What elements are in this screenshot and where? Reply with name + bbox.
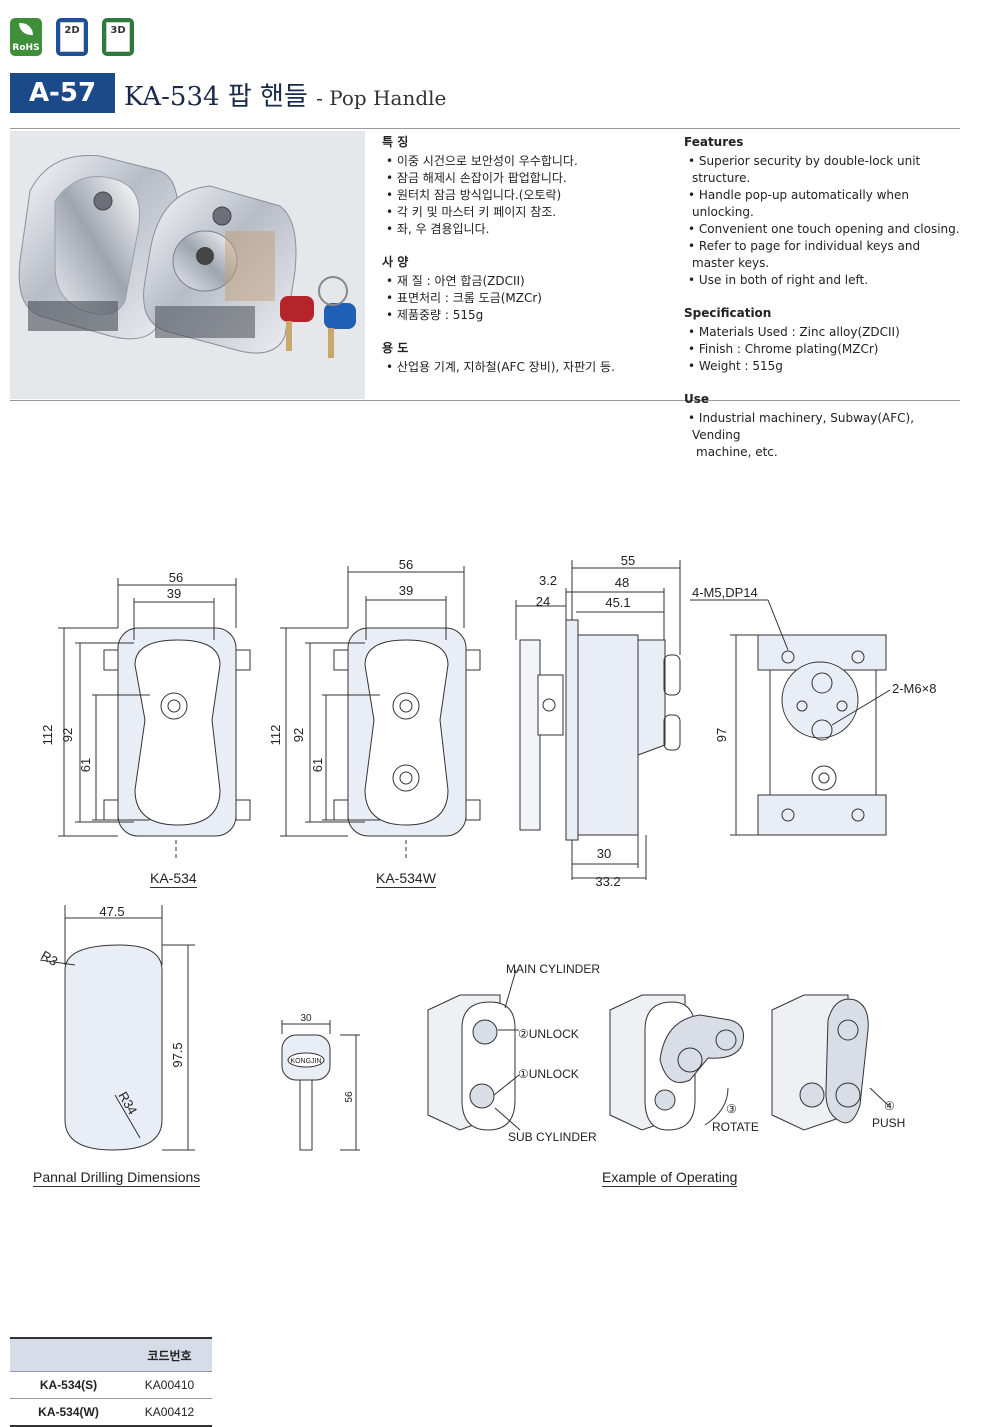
caption-operating: Example of Operating — [602, 1169, 738, 1187]
back-view — [690, 599, 891, 836]
dim-112-a: 112 — [40, 725, 55, 746]
dim-97-5: 97.5 — [170, 1042, 185, 1067]
leaf-icon — [19, 23, 33, 35]
key-dim-56: 56 — [344, 1091, 355, 1103]
ko-section: 특 징 이중 시건으로 보안성이 우수합니다. 잠금 해제시 손잡이가 팝업합니… — [382, 134, 672, 376]
2d-badge: 2D — [56, 18, 88, 56]
caption-ka534w: KA-534W — [376, 870, 436, 888]
dim-24: 24 — [536, 594, 550, 609]
dim-112-b: 112 — [268, 725, 283, 746]
panel-drilling-view — [39, 905, 195, 1151]
table-row-code: KA00412 — [127, 1398, 212, 1427]
code-table-header: 코드번호 — [127, 1337, 212, 1372]
technical-drawings: 56 39 112 92 61 56 39 112 92 61 55 3.2 4… — [39, 553, 936, 1151]
handle-body-left — [18, 154, 179, 340]
handle-body-right — [143, 185, 297, 354]
table-row-model: KA-534(S) — [10, 1371, 127, 1399]
key-brand: KONGJIN — [290, 1058, 321, 1065]
ka534w-front-view — [280, 566, 481, 860]
dim-56-b: 56 — [399, 557, 413, 572]
label-main-cylinder: MAIN CYLINDER — [506, 962, 600, 976]
dim-30: 30 — [597, 846, 611, 861]
dim-48: 48 — [615, 575, 629, 590]
dim-55: 55 — [621, 553, 635, 568]
page-title: KA-534 팝 핸들 - Pop Handle — [124, 82, 447, 112]
key-drawing — [281, 1020, 360, 1151]
label-push: PUSH — [872, 1116, 905, 1130]
dim-39-b: 39 — [399, 583, 413, 598]
keys — [280, 276, 356, 358]
dim-47-5: 47.5 — [99, 904, 124, 919]
product-code-box: A-57 — [10, 73, 115, 113]
dim-92-a: 92 — [60, 728, 75, 742]
label-unlock-1: ①UNLOCK — [518, 1067, 579, 1081]
dim-61-b: 61 — [310, 758, 325, 772]
dim-2-m6: 2-M6×8 — [892, 681, 936, 696]
ka534-front-view — [58, 578, 251, 860]
divider-bottom — [10, 400, 960, 401]
caption-panel-drilling: Pannal Drilling Dimensions — [33, 1169, 201, 1187]
product-photo — [10, 131, 365, 399]
caption-ka534: KA-534 — [150, 870, 197, 888]
label-rotate-num: ③ — [726, 1102, 737, 1116]
dim-3-2: 3.2 — [539, 573, 557, 588]
operating-step-2 — [609, 994, 744, 1131]
dim-97: 97 — [714, 728, 729, 742]
rohs-badge: RoHS — [10, 18, 42, 56]
side-view — [515, 560, 681, 880]
table-row-model: KA-534(W) — [10, 1398, 127, 1427]
key-dim-30: 30 — [300, 1013, 312, 1024]
label-unlock-2: ②UNLOCK — [518, 1027, 579, 1041]
3d-badge: 3D — [102, 18, 134, 56]
table-row-code: KA00410 — [127, 1371, 212, 1399]
operating-step-1 — [427, 969, 521, 1131]
label-sub-cylinder: SUB CYLINDER — [508, 1130, 597, 1144]
dim-92-b: 92 — [291, 728, 306, 742]
dim-56-a: 56 — [169, 570, 183, 585]
code-table: 코드번호 KA-534(S)KA00410 KA-534(W)KA00412 — [10, 1337, 212, 1427]
dim-r3: R3 — [39, 948, 61, 969]
label-rotate: ROTATE — [712, 1120, 759, 1134]
divider-top — [10, 128, 960, 129]
en-section: Features Superior security by double-loc… — [684, 134, 960, 461]
dim-61-a: 61 — [78, 758, 93, 772]
dim-39-a: 39 — [167, 586, 181, 601]
label-push-num: ④ — [884, 1099, 895, 1113]
dim-4-m5: 4-M5,DP14 — [692, 585, 758, 600]
dim-45-1: 45.1 — [605, 595, 630, 610]
operating-step-3 — [771, 994, 889, 1131]
dim-33-2: 33.2 — [595, 874, 620, 889]
